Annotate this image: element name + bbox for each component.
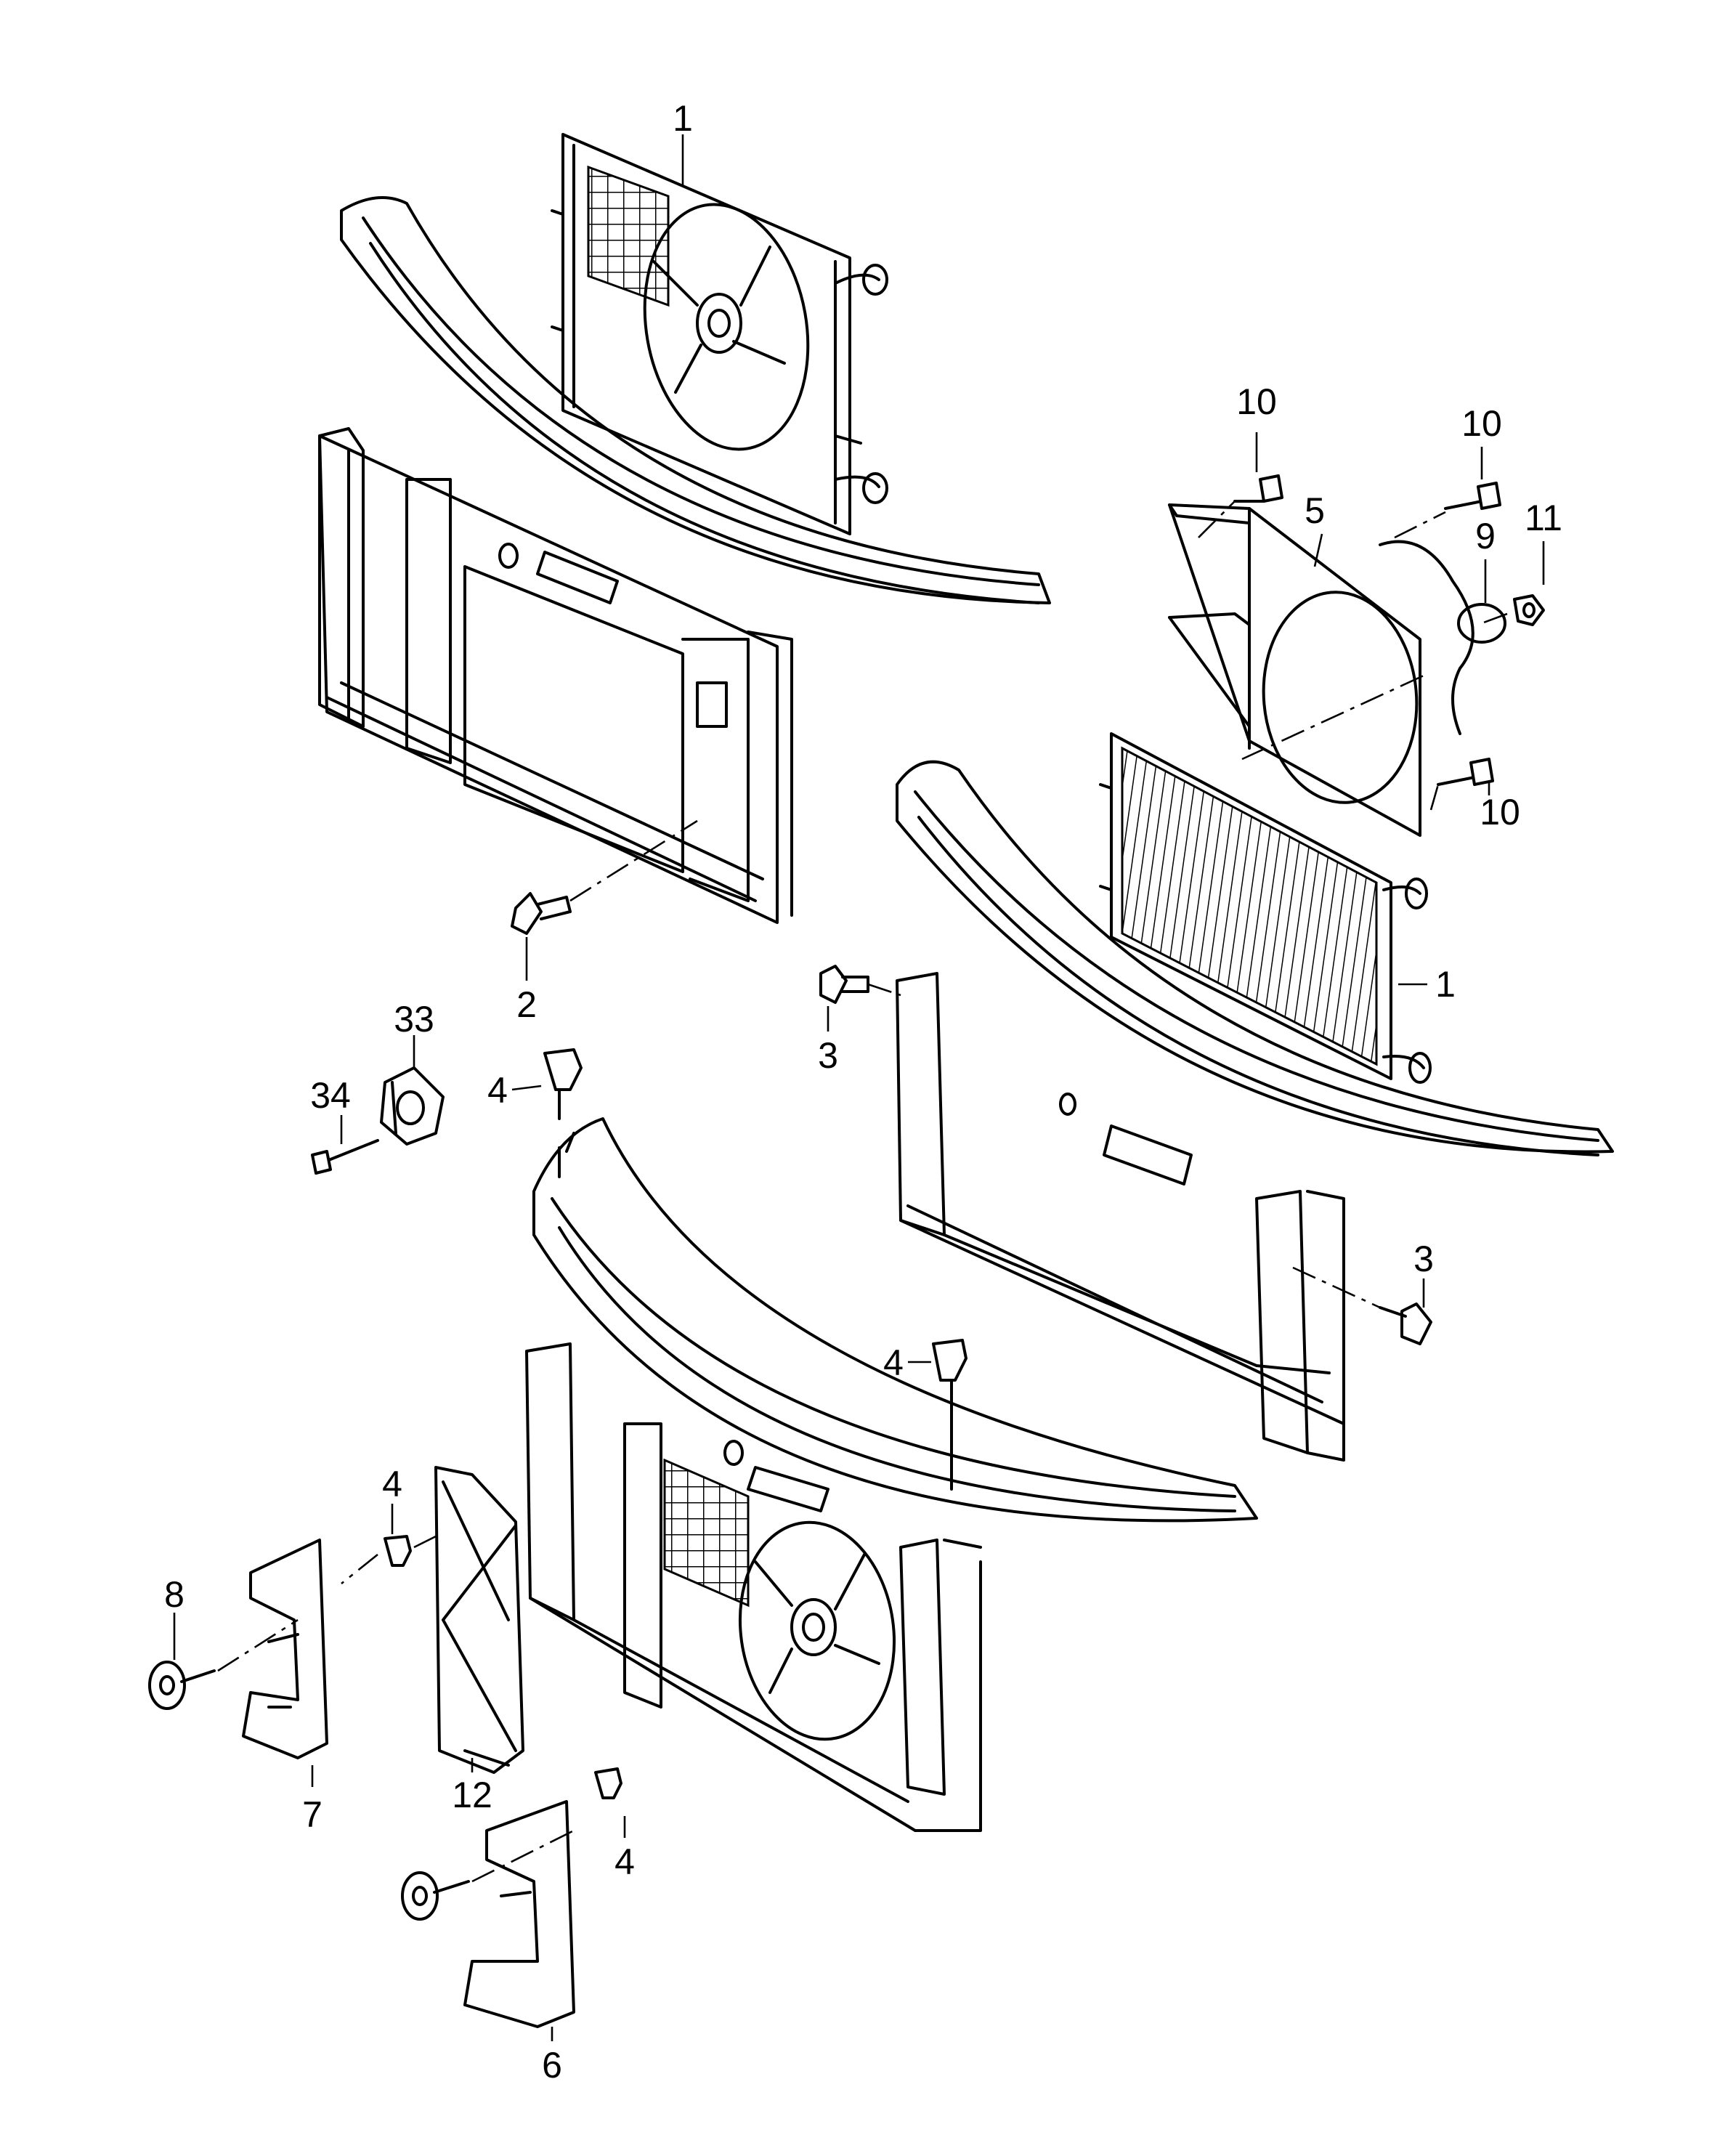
air-guide-part-12 xyxy=(434,1466,524,1774)
nut-part-11 xyxy=(1481,594,1545,626)
callout-5: 5 xyxy=(1305,490,1325,531)
callout-7: 7 xyxy=(302,1794,322,1835)
bolts-part-10 xyxy=(1198,474,1501,811)
hose-part-9 xyxy=(1379,540,1506,735)
clips-part-4 xyxy=(341,1048,968,1799)
bolt-part-8 xyxy=(148,1618,299,1710)
callout-34: 34 xyxy=(310,1075,351,1116)
bolt-part-34 xyxy=(311,1139,379,1175)
radiator-fan-module-top xyxy=(551,133,888,535)
callout-12: 12 xyxy=(452,1775,492,1815)
callout-labels: 1 10 10 5 9 11 10 1 2 3 3 33 34 4 4 4 8 … xyxy=(164,98,1562,2086)
radiator-part-1 xyxy=(1099,732,1432,1084)
callout-6: 6 xyxy=(542,2045,562,2086)
front-carrier-middle xyxy=(896,760,1614,1462)
front-carrier-top xyxy=(318,196,1051,924)
callout-leaders xyxy=(173,134,1545,2041)
callout-4-lower-right: 4 xyxy=(614,1841,635,1882)
callout-9: 9 xyxy=(1475,516,1496,556)
callout-1-right: 1 xyxy=(1435,964,1456,1005)
callout-33: 33 xyxy=(394,999,434,1040)
callout-10-upper-right: 10 xyxy=(1461,403,1502,444)
callout-4-lower-left: 4 xyxy=(382,1464,402,1504)
callout-4-upper: 4 xyxy=(487,1070,508,1111)
front-carrier-bottom xyxy=(525,1117,1258,1832)
callout-2: 2 xyxy=(516,984,537,1025)
callout-8: 8 xyxy=(164,1574,184,1615)
callout-4-middle: 4 xyxy=(883,1342,904,1383)
bracket-part-6 xyxy=(401,1800,575,2028)
fan-shroud-part-5 xyxy=(1168,503,1424,837)
bracket-part-33 xyxy=(380,1066,445,1146)
callout-1-top: 1 xyxy=(673,98,693,139)
callout-10-upper-left: 10 xyxy=(1236,381,1277,422)
callout-3-left: 3 xyxy=(818,1035,838,1076)
bracket-part-7 xyxy=(242,1539,328,1759)
callout-3-right: 3 xyxy=(1413,1239,1434,1279)
bolt-part-2 xyxy=(511,819,698,935)
callout-10-lower: 10 xyxy=(1480,792,1520,832)
bolts-part-3 xyxy=(819,965,1432,1345)
callout-11: 11 xyxy=(1525,498,1562,538)
